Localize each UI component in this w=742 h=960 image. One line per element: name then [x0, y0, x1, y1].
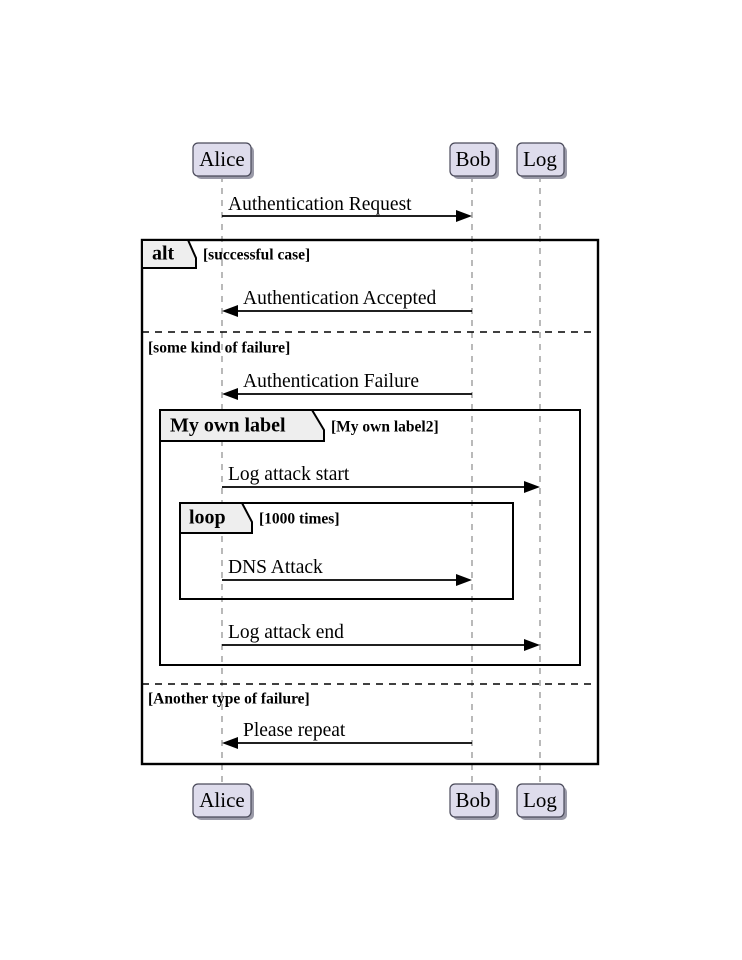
fragment-alt-guard-3: [Another type of failure]: [148, 691, 310, 708]
participant-alice-head-box: [192, 142, 252, 177]
lifelines-group: [221, 176, 541, 784]
fragment-loop-border: [179, 502, 514, 600]
fragment-my-own-label-tab-shape: [159, 409, 325, 442]
participant-log-head-box: [516, 142, 565, 177]
fragment-loop[interactable]: loop [1000 times]: [179, 502, 514, 600]
fragment-alt-border: [140, 238, 600, 766]
fragment-my-own-label[interactable]: My own label [My own label2]: [159, 409, 581, 666]
message-dns-attack-arrowhead: [456, 574, 472, 586]
participant-bob-head-box: [449, 142, 497, 177]
message-log-attack-end[interactable]: Log attack end: [222, 622, 540, 651]
fragment-my-own-label-guard: [My own label2]: [331, 419, 439, 436]
message-log-attack-start-label: Log attack start: [228, 464, 350, 485]
message-log-attack-end-arrowhead: [524, 639, 540, 651]
fragment-my-own-label-tab-label: My own label: [170, 415, 286, 437]
participant-feet-group: Alice Bob Log: [192, 783, 567, 820]
fragment-alt-tab-label: alt: [152, 243, 175, 265]
message-dns-attack-label: DNS Attack: [228, 557, 323, 578]
message-authentication-request[interactable]: Authentication Request: [222, 194, 472, 222]
fragment-loop-guard: [1000 times]: [259, 511, 340, 528]
fragment-alt[interactable]: alt [successful case] [some kind of fail…: [140, 238, 600, 766]
message-dns-attack[interactable]: DNS Attack: [222, 557, 472, 586]
message-log-attack-start[interactable]: Log attack start: [222, 464, 540, 493]
message-authentication-failure-arrowhead: [222, 388, 238, 400]
message-authentication-failure[interactable]: Authentication Failure: [222, 371, 472, 400]
participant-log-foot-box: [516, 783, 565, 818]
fragment-alt-guard-2: [some kind of failure]: [148, 340, 290, 357]
fragment-alt-guard: [successful case]: [203, 247, 310, 264]
message-please-repeat-arrowhead: [222, 737, 238, 749]
participant-alice-head-label: Alice: [199, 147, 244, 171]
participant-alice-head[interactable]: Alice: [192, 142, 254, 179]
participant-alice-foot-box: [192, 783, 252, 818]
participant-log-foot[interactable]: Log: [516, 783, 567, 820]
fragment-alt-tab-shape: [141, 239, 197, 269]
message-authentication-accepted-label: Authentication Accepted: [243, 288, 437, 309]
participant-log-foot-label: Log: [523, 788, 557, 812]
participant-heads-group: Alice Bob Log: [192, 142, 567, 179]
message-authentication-failure-label: Authentication Failure: [243, 371, 419, 392]
message-authentication-accepted[interactable]: Authentication Accepted: [222, 288, 472, 317]
participant-alice-foot-label: Alice: [199, 788, 244, 812]
fragment-my-own-label-border: [159, 409, 581, 666]
message-authentication-request-label: Authentication Request: [228, 194, 412, 215]
message-log-attack-start-arrowhead: [524, 481, 540, 493]
participant-log-head-label: Log: [523, 147, 557, 171]
message-authentication-request-arrowhead: [456, 210, 472, 222]
participant-bob-head[interactable]: Bob: [449, 142, 499, 179]
message-please-repeat[interactable]: Please repeat: [222, 720, 472, 749]
participant-bob-head-label: Bob: [455, 147, 490, 171]
message-log-attack-end-label: Log attack end: [228, 622, 344, 643]
participant-alice-foot[interactable]: Alice: [192, 783, 254, 820]
fragment-loop-tab-shape: [179, 502, 253, 534]
participant-bob-foot-label: Bob: [455, 788, 490, 812]
participant-log-head[interactable]: Log: [516, 142, 567, 179]
fragment-loop-tab-label: loop: [189, 507, 226, 529]
messages-group: Authentication Request Authentication Ac…: [222, 194, 540, 749]
participant-bob-foot-box: [449, 783, 497, 818]
message-authentication-accepted-arrowhead: [222, 305, 238, 317]
participant-bob-foot[interactable]: Bob: [449, 783, 499, 820]
message-please-repeat-label: Please repeat: [243, 720, 346, 741]
